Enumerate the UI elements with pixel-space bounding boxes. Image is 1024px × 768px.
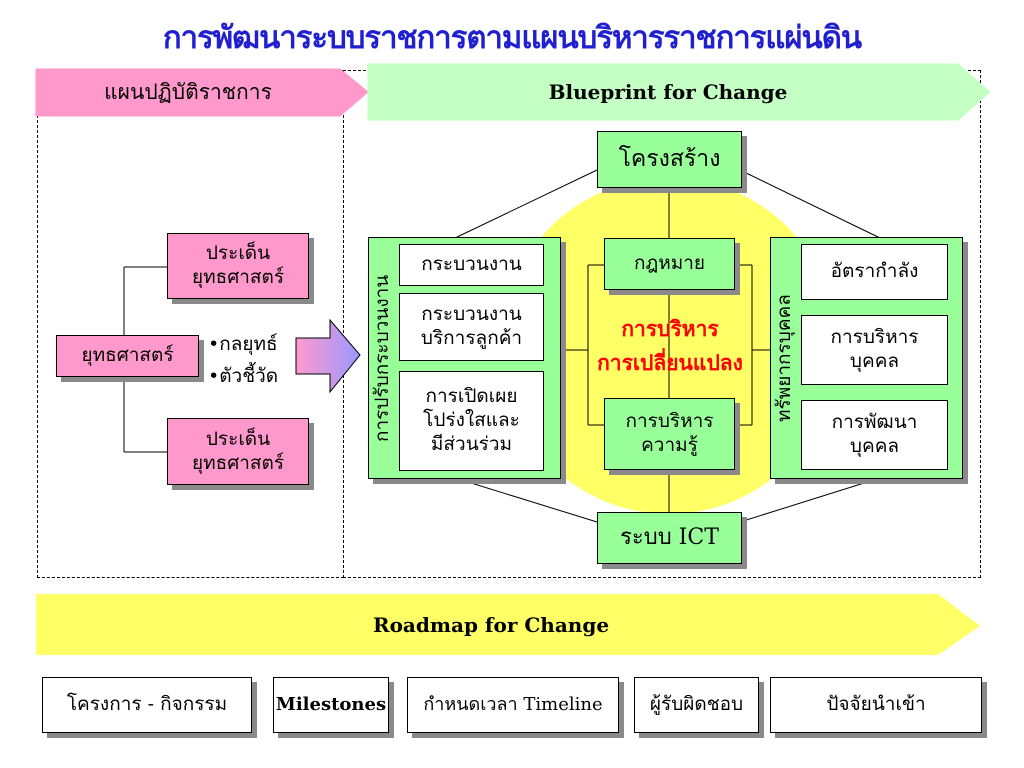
roadmap-header-label: Roadmap for Change	[372, 612, 610, 637]
roadmap-item-timeline: กำหนดเวลา Timeline	[407, 677, 619, 733]
law-box: กฎหมาย	[604, 238, 735, 290]
left-header-label: แผนปฏิบัติราชการ	[104, 80, 272, 104]
bullet-indicators: •ตัวชี้วัด	[208, 365, 279, 388]
right-header-arrow	[367, 63, 991, 121]
page-title: การพัฒนาระบบราชการตามแผนบริหารราชการแผ่น…	[162, 20, 862, 56]
left-header-arrow	[35, 68, 369, 117]
right-header-label: Blueprint for Change	[548, 80, 788, 104]
connector-lines	[123, 169, 881, 523]
strategy-to-blueprint-arrow	[295, 318, 361, 394]
roadmap-arrow	[36, 594, 980, 655]
strategy-box: ยุทธศาสตร์	[56, 335, 199, 377]
change-management-line1: การบริหาร	[621, 317, 719, 341]
knowledge-box: การบริหาร ความรู้	[604, 398, 735, 470]
hr-item-2: การบริหาร บุคคล	[801, 315, 948, 385]
process-group-label: การปรับกระบวนงาน	[371, 274, 393, 442]
structure-box: โครงสร้าง	[597, 131, 742, 188]
ict-box: ระบบ ICT	[597, 512, 742, 564]
process-item-3: การเปิดเผย โปร่งใสและ มีส่วนร่วม	[399, 371, 544, 471]
change-management-line2: การเปลี่ยนแปลง	[597, 351, 743, 375]
hr-item-1: อัตรากำลัง	[801, 244, 948, 300]
roadmap-item-projects: โครงการ - กิจกรรม	[42, 677, 252, 733]
strategic-issue-top: ประเด็น ยุทธศาสตร์	[167, 233, 309, 299]
roadmap-item-responsible: ผู้รับผิดชอบ	[634, 677, 759, 733]
bullet-tactics: •กลยุทธ์	[208, 333, 278, 355]
strategy-bullets: •กลยุทธ์ •ตัวชี้วัด	[208, 328, 278, 393]
hr-group-label: ทรัพยากรบุคคล	[773, 294, 795, 422]
hr-item-3: การพัฒนา บุคคล	[801, 400, 948, 470]
process-item-2: กระบวนงาน บริการลูกค้า	[399, 293, 544, 361]
process-item-1: กระบวนงาน	[399, 244, 544, 286]
strategic-issue-bottom: ประเด็น ยุทธศาสตร์	[167, 418, 309, 485]
roadmap-item-milestones: Milestones	[273, 677, 389, 733]
roadmap-item-inputs: ปัจจัยนำเข้า	[770, 677, 982, 733]
